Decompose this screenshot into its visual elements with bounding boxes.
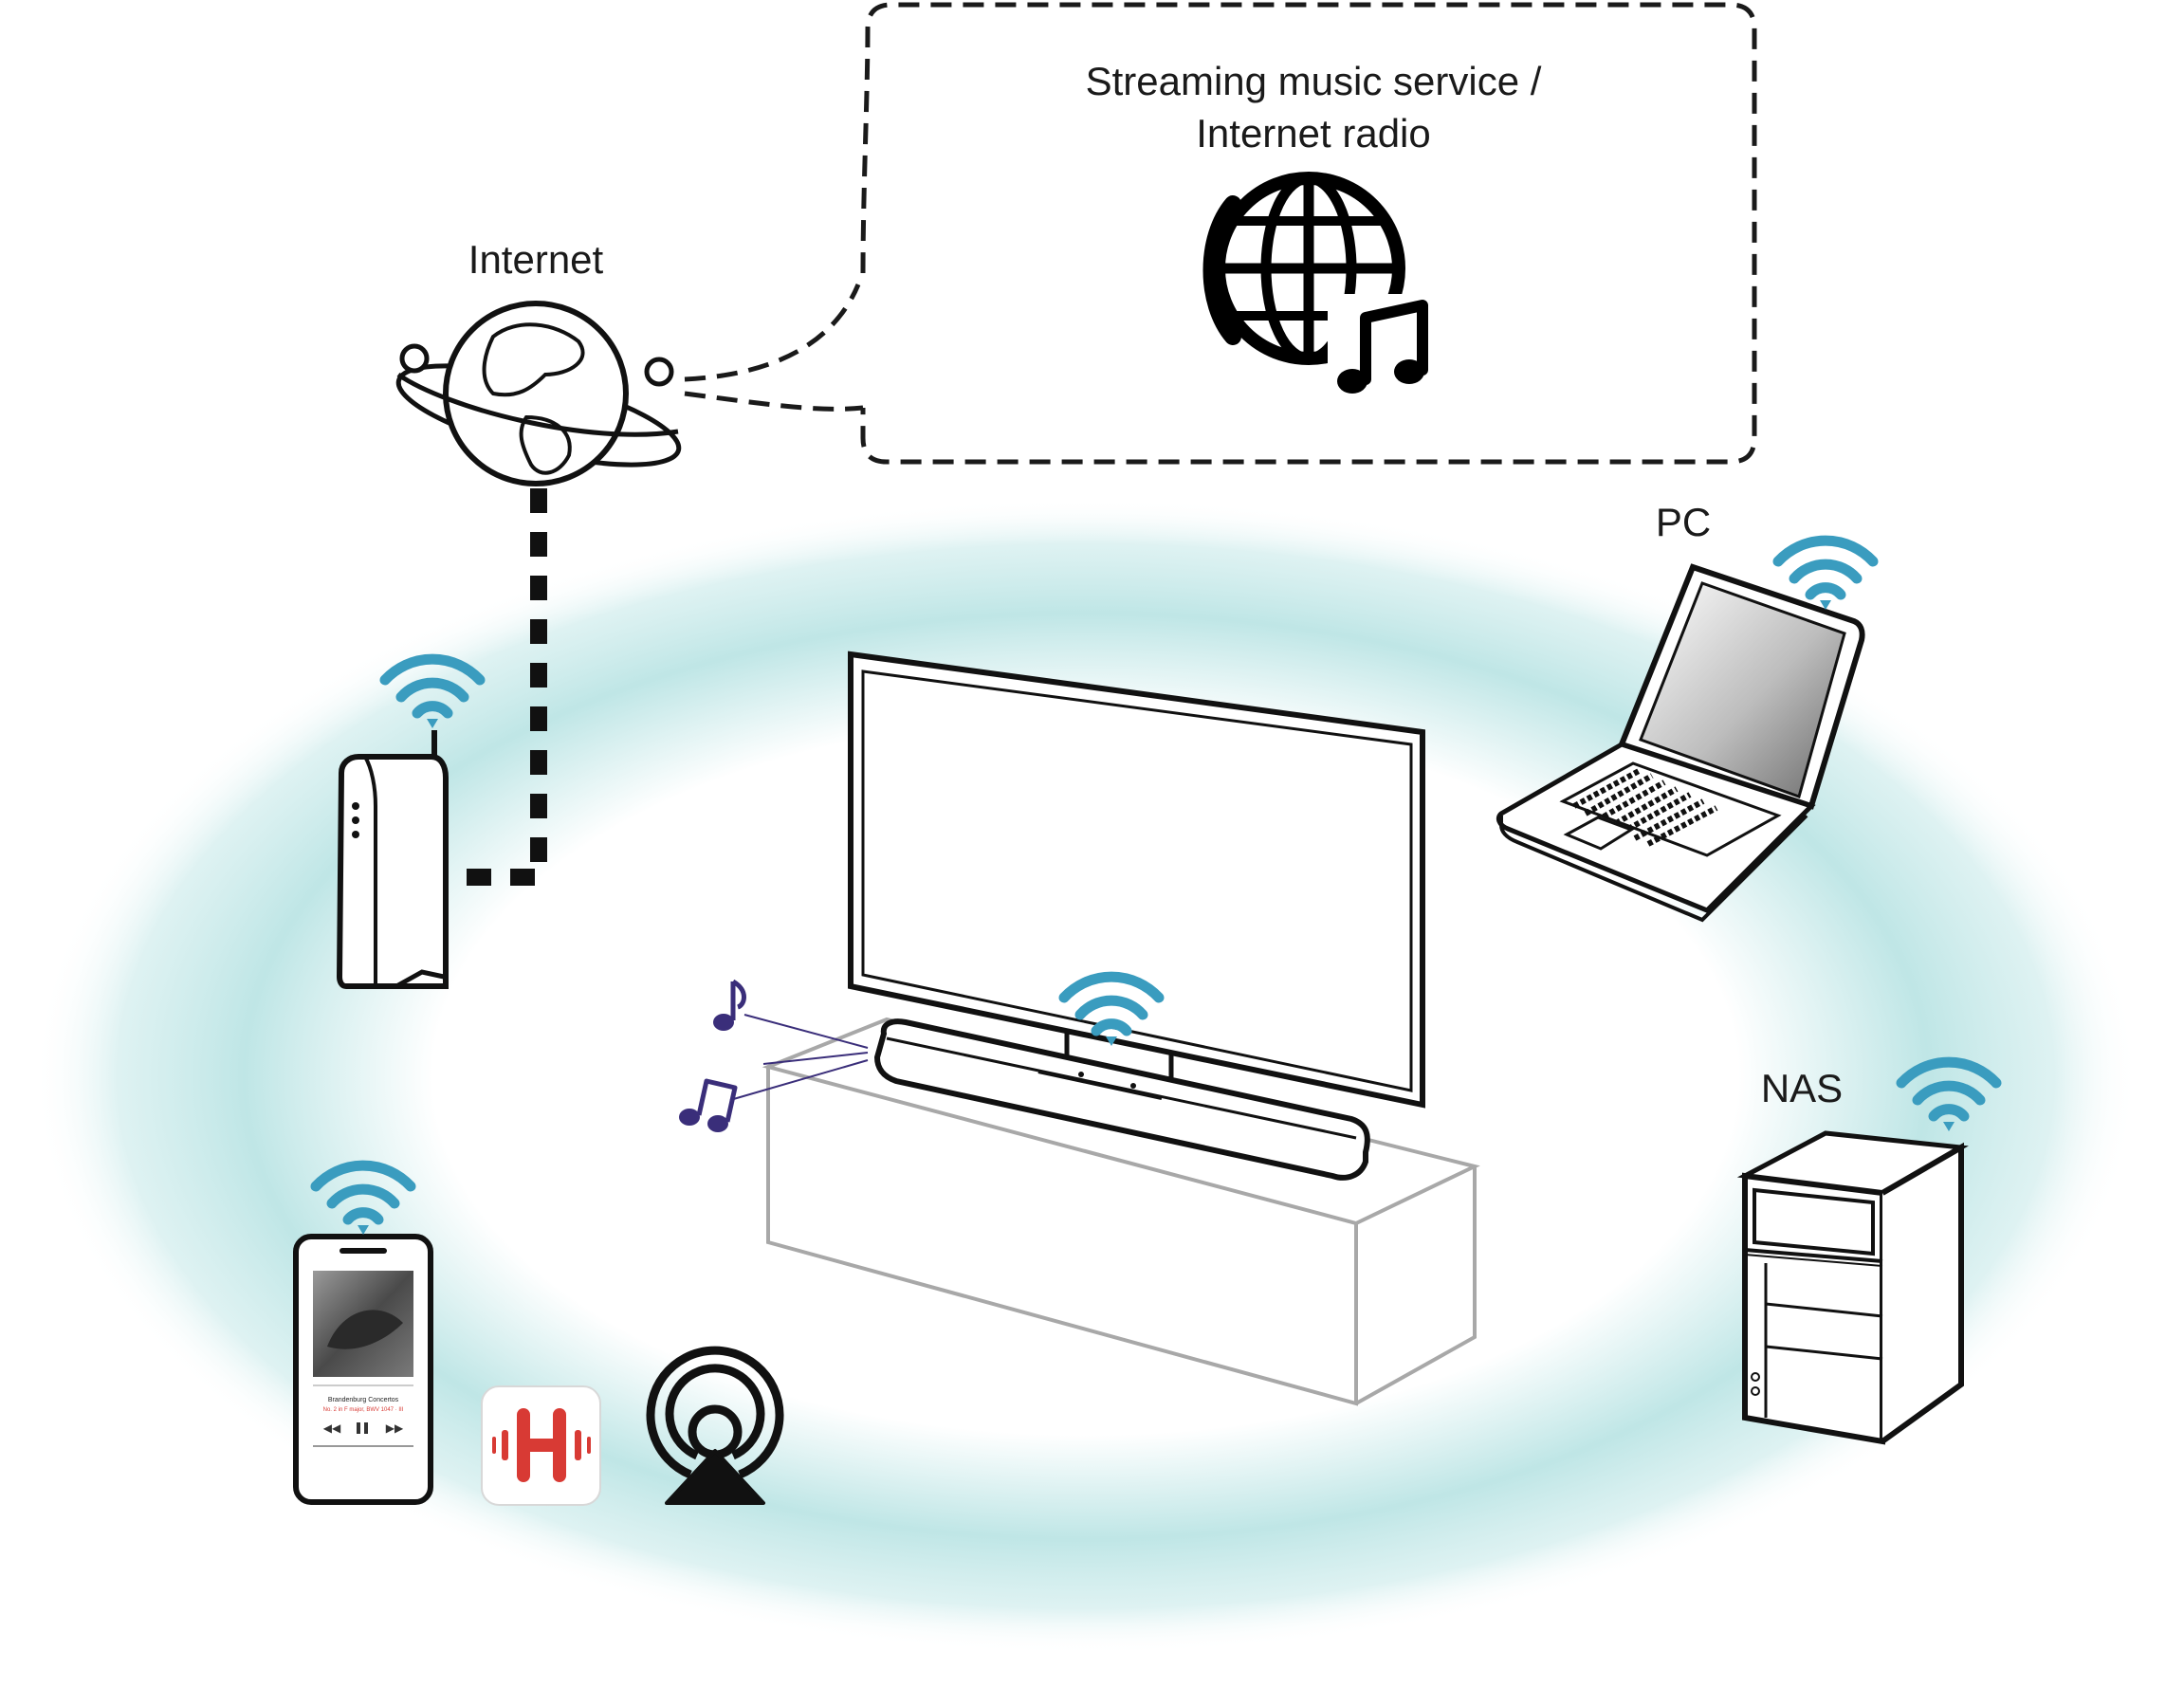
phone-forward-icon[interactable]: ▶▶	[386, 1421, 404, 1435]
wifi-icon-router	[379, 653, 486, 728]
wifi-icon-soundbar	[1058, 971, 1165, 1046]
streaming-service-label: Streaming music service /	[1086, 59, 1542, 103]
internet-cloud-link	[684, 284, 864, 412]
globe-music-icon	[1202, 172, 1432, 398]
nas-label: NAS	[1761, 1066, 1843, 1110]
phone-track-title: Brandenburg Concertos	[328, 1397, 399, 1403]
tv-icon	[848, 651, 1425, 1109]
double-note-icon	[679, 1078, 738, 1132]
wired-link	[441, 488, 547, 886]
wifi-icon-nas	[1896, 1056, 2002, 1131]
phone-pause-icon[interactable]	[357, 1422, 360, 1434]
streaming-service-box: Streaming music service / Internet radio	[860, 2, 1757, 465]
wireless-router-icon	[336, 730, 449, 989]
internet-radio-label: Internet radio	[1196, 111, 1431, 156]
music-note-icon	[713, 979, 746, 1031]
smartphone-icon: Brandenburg Concertos No. 2 in F major, …	[293, 1234, 433, 1505]
pc-label: PC	[1656, 500, 1711, 544]
soundbar-icon	[873, 1018, 1370, 1181]
planet-globe-icon	[395, 301, 682, 486]
music-notes	[679, 979, 869, 1132]
laptop-icon	[1496, 563, 1865, 923]
phone-rewind-icon[interactable]: ◀◀	[323, 1421, 341, 1435]
internet-label: Internet	[468, 237, 604, 282]
wifi-icon-phone	[310, 1160, 416, 1235]
airplay-icon	[646, 1346, 784, 1505]
heos-app-icon	[481, 1385, 601, 1506]
wifi-icon-pc	[1772, 535, 1879, 610]
phone-track-subtitle: No. 2 in F major, BWV 1047 · III	[323, 1407, 404, 1413]
tv-cabinet	[762, 1017, 1480, 1406]
nas-tower-icon	[1736, 1130, 1969, 1445]
